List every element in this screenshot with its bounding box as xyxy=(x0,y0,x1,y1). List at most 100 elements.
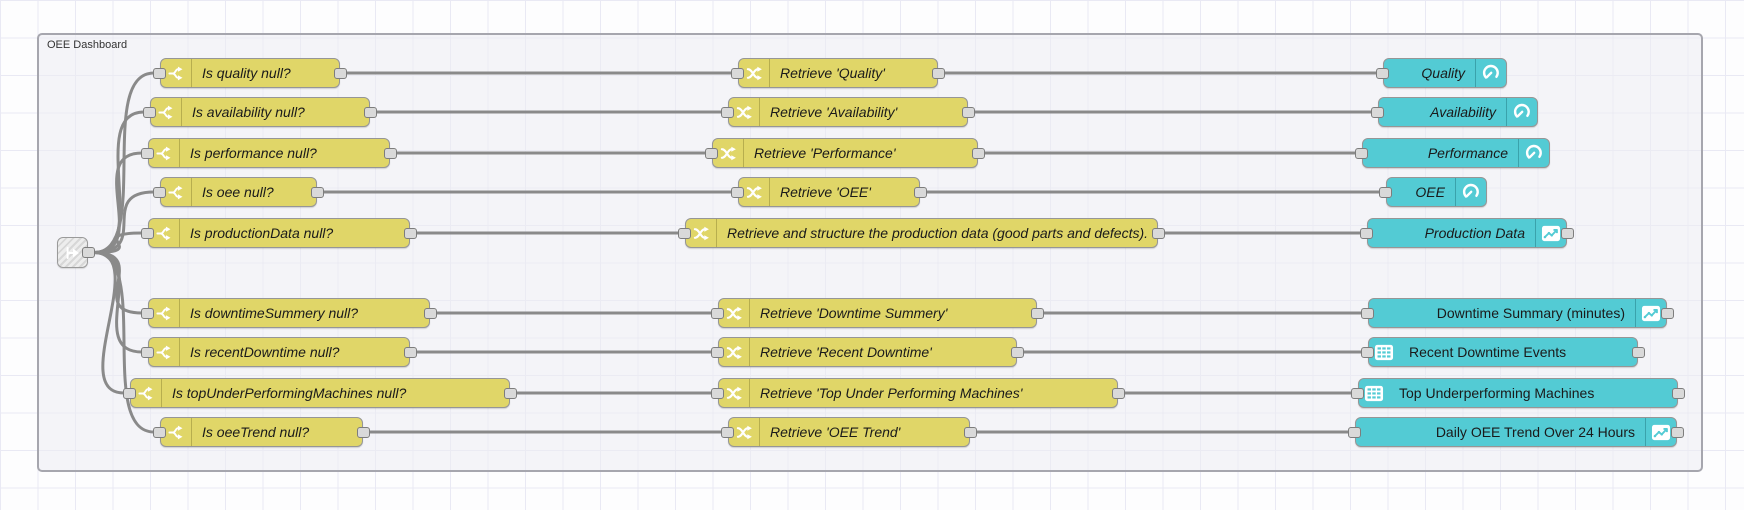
input-port[interactable] xyxy=(721,106,734,118)
switch-node-row-8[interactable]: Is topUnderPerformingMachines null? xyxy=(123,378,517,408)
change-node-row-5[interactable]: Retrieve and structure the production da… xyxy=(678,218,1165,248)
switch-icon xyxy=(149,219,180,247)
change-node-row-2[interactable]: Retrieve 'Availability' xyxy=(721,97,975,127)
change-icon xyxy=(686,219,717,247)
input-port[interactable] xyxy=(731,67,744,79)
gauge-icon xyxy=(1455,178,1486,206)
input-port[interactable] xyxy=(1361,346,1374,358)
input-port[interactable] xyxy=(141,307,154,319)
output-port[interactable] xyxy=(914,186,927,198)
node-label: Retrieve 'OEE Trend' xyxy=(770,424,901,440)
dashboard-node-row-3[interactable]: Performance xyxy=(1355,138,1550,168)
output-port[interactable] xyxy=(1031,307,1044,319)
input-port[interactable] xyxy=(1348,426,1361,438)
input-port[interactable] xyxy=(141,346,154,358)
dashboard-node-row-9[interactable]: Daily OEE Trend Over 24 Hours xyxy=(1348,417,1684,447)
change-node-row-7[interactable]: Retrieve 'Recent Downtime' xyxy=(711,337,1024,367)
output-port[interactable] xyxy=(334,67,347,79)
input-port[interactable] xyxy=(1361,307,1374,319)
output-port[interactable] xyxy=(1561,227,1574,239)
output-port[interactable] xyxy=(1011,346,1024,358)
change-icon xyxy=(713,139,744,167)
output-port[interactable] xyxy=(424,307,437,319)
wire-link-to-switch-row-7[interactable] xyxy=(92,251,144,354)
output-port[interactable] xyxy=(932,67,945,79)
dashboard-node-row-7[interactable]: Recent Downtime Events xyxy=(1361,337,1645,367)
input-port[interactable] xyxy=(143,106,156,118)
switch-icon xyxy=(149,139,180,167)
dashboard-node-row-8[interactable]: Top Underperforming Machines xyxy=(1351,378,1685,408)
input-port[interactable] xyxy=(678,227,691,239)
wire-link-to-switch-row-3[interactable] xyxy=(92,151,144,254)
dashboard-node-row-2[interactable]: Availability xyxy=(1371,97,1538,127)
output-port[interactable] xyxy=(357,426,370,438)
node-label: Retrieve 'Downtime Summery' xyxy=(760,305,948,321)
output-port[interactable] xyxy=(82,247,95,258)
wire-link-to-switch-row-4[interactable] xyxy=(92,190,156,254)
group-label: OEE Dashboard xyxy=(47,39,128,51)
link-out-icon xyxy=(64,244,82,262)
switch-node-row-2[interactable]: Is availability null? xyxy=(143,97,377,127)
input-port[interactable] xyxy=(711,307,724,319)
input-port[interactable] xyxy=(1360,227,1373,239)
input-port[interactable] xyxy=(1351,387,1364,399)
input-port[interactable] xyxy=(153,426,166,438)
output-port[interactable] xyxy=(504,387,517,399)
output-port[interactable] xyxy=(964,426,977,438)
input-port[interactable] xyxy=(1371,106,1384,118)
output-port[interactable] xyxy=(1632,346,1645,358)
gauge-icon xyxy=(1475,59,1506,87)
dashboard-node-row-6[interactable]: Downtime Summary (minutes) xyxy=(1361,298,1674,328)
input-port[interactable] xyxy=(1379,186,1392,198)
output-port[interactable] xyxy=(1661,307,1674,319)
gauge-icon xyxy=(1506,98,1537,126)
input-port[interactable] xyxy=(731,186,744,198)
input-port[interactable] xyxy=(1355,147,1368,159)
dashboard-node-row-5[interactable]: Production Data xyxy=(1360,218,1574,248)
output-port[interactable] xyxy=(404,227,417,239)
input-port[interactable] xyxy=(153,186,166,198)
change-node-row-1[interactable]: Retrieve 'Quality' xyxy=(731,58,945,88)
change-node-row-8[interactable]: Retrieve 'Top Under Performing Machines' xyxy=(711,378,1125,408)
change-node-row-6[interactable]: Retrieve 'Downtime Summery' xyxy=(711,298,1044,328)
input-port[interactable] xyxy=(721,426,734,438)
dashboard-node-row-1[interactable]: Quality xyxy=(1376,58,1507,88)
node-label: OEE xyxy=(1415,184,1445,200)
switch-node-row-4[interactable]: Is oee null? xyxy=(153,177,324,207)
switch-icon xyxy=(149,299,180,327)
input-port[interactable] xyxy=(711,346,724,358)
chart-icon xyxy=(1535,219,1566,247)
switch-node-row-9[interactable]: Is oeeTrend null? xyxy=(153,417,370,447)
output-port[interactable] xyxy=(972,147,985,159)
input-port[interactable] xyxy=(123,387,136,399)
input-port[interactable] xyxy=(141,147,154,159)
wire-link-to-switch-row-9[interactable] xyxy=(92,251,156,434)
dashboard-node-row-4[interactable]: OEE xyxy=(1379,177,1487,207)
input-port[interactable] xyxy=(141,227,154,239)
output-port[interactable] xyxy=(404,346,417,358)
output-port[interactable] xyxy=(1672,387,1685,399)
change-node-row-4[interactable]: Retrieve 'OEE' xyxy=(731,177,927,207)
switch-node-row-7[interactable]: Is recentDowntime null? xyxy=(141,337,417,367)
change-node-row-3[interactable]: Retrieve 'Performance' xyxy=(705,138,985,168)
wire-link-to-switch-row-5[interactable] xyxy=(92,231,144,254)
input-port[interactable] xyxy=(705,147,718,159)
output-port[interactable] xyxy=(384,147,397,159)
input-port[interactable] xyxy=(153,67,166,79)
input-port[interactable] xyxy=(711,387,724,399)
switch-node-row-6[interactable]: Is downtimeSummery null? xyxy=(141,298,437,328)
input-port[interactable] xyxy=(1376,67,1389,79)
output-port[interactable] xyxy=(962,106,975,118)
output-port[interactable] xyxy=(1671,426,1684,438)
switch-node-row-5[interactable]: Is productionData null? xyxy=(141,218,417,248)
switch-node-row-3[interactable]: Is performance null? xyxy=(141,138,397,168)
switch-node-row-1[interactable]: Is quality null? xyxy=(153,58,347,88)
output-port[interactable] xyxy=(311,186,324,198)
output-port[interactable] xyxy=(364,106,377,118)
change-node-row-9[interactable]: Retrieve 'OEE Trend' xyxy=(721,417,977,447)
link-out-node[interactable] xyxy=(57,237,95,268)
output-port[interactable] xyxy=(1112,387,1125,399)
output-port[interactable] xyxy=(1152,227,1165,239)
change-icon xyxy=(719,379,750,407)
